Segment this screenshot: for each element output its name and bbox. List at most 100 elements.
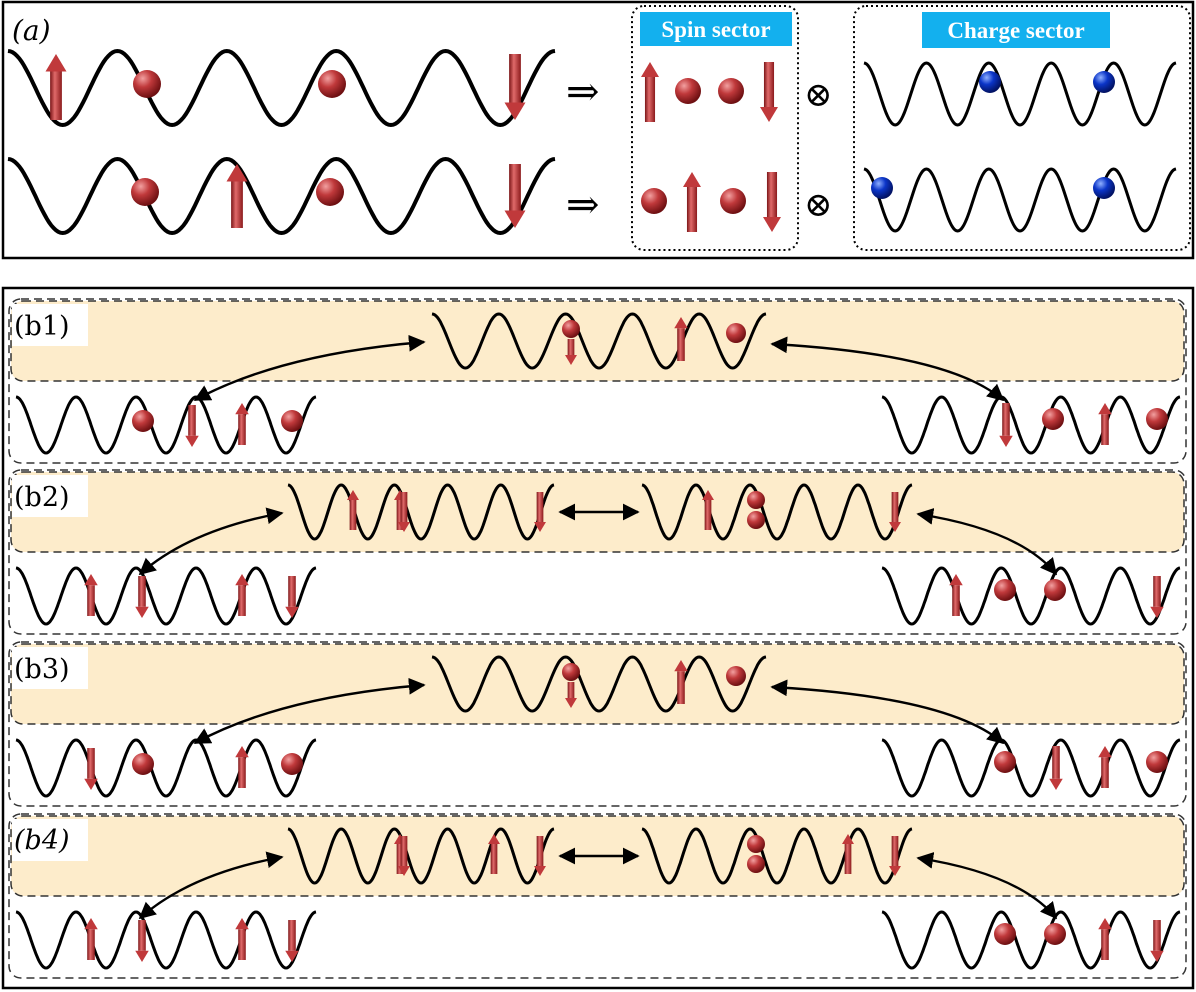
arrow-head — [1098, 918, 1112, 930]
spin-down-arrow — [504, 164, 526, 228]
arrow-shaft — [644, 77, 656, 122]
spin-up-arrow — [235, 574, 249, 616]
arrow-head — [235, 574, 249, 586]
spin-down-arrow — [285, 920, 299, 962]
row-label-backdrop — [12, 647, 88, 689]
transition-arrow — [916, 508, 1058, 576]
spin-down-arrow — [889, 492, 901, 532]
spin-up-arrow — [1098, 746, 1112, 788]
charge-sector-box — [853, 5, 1191, 251]
arrow-shaft — [1101, 414, 1109, 445]
panel-a-label: (a) — [12, 14, 51, 47]
spin-sector-badge — [640, 12, 792, 46]
spin-up-arrow — [1098, 918, 1112, 960]
row-label-b1: (b1) — [14, 311, 70, 342]
panel-b-frame — [1, 286, 1195, 990]
arrow-head — [534, 866, 546, 876]
arrow-shaft — [87, 585, 95, 616]
arrow-shaft — [231, 181, 243, 228]
lattice-wave — [15, 566, 317, 626]
spin-up-arrow — [641, 62, 659, 122]
particle-sphere — [1146, 751, 1168, 773]
charge-sector-label: Charge sector — [947, 18, 1084, 43]
arrow-shaft — [1002, 403, 1010, 436]
implies-symbol: ⇒ — [566, 182, 600, 228]
arrow-head — [889, 522, 901, 532]
particle-sphere — [994, 751, 1016, 773]
particle-sphere — [1146, 408, 1168, 430]
spin-down-arrow — [135, 576, 149, 618]
transition-arrow — [138, 507, 284, 576]
particle-sphere — [133, 70, 161, 98]
spin-up-arrow — [683, 172, 701, 232]
particle-sphere — [562, 320, 580, 338]
arrow-head — [760, 107, 778, 122]
lattice-wave — [15, 910, 317, 970]
particle-sphere — [281, 410, 303, 432]
spin-up-arrow — [674, 317, 688, 361]
spin-up-arrow — [949, 574, 963, 616]
particle-sphere — [131, 178, 159, 206]
particle-sphere — [994, 923, 1016, 945]
arrow-shaft — [891, 836, 899, 866]
row-label-backdrop — [12, 819, 88, 861]
arrow-head — [1150, 606, 1164, 618]
lattice-wave — [7, 156, 556, 236]
particle-sphere — [132, 410, 154, 432]
spin-up-arrow — [45, 54, 67, 120]
row-frame — [8, 298, 1187, 464]
lattice-wave — [881, 738, 1181, 798]
spin-up-arrow — [84, 918, 98, 960]
spin-down-arrow — [565, 682, 577, 708]
hole-sphere — [1093, 177, 1115, 199]
arrow-shaft — [1101, 929, 1109, 960]
panel-b-row — [8, 641, 1187, 807]
transition-arrow — [138, 851, 284, 920]
charge-sector-badge — [922, 12, 1110, 48]
transition-arrow — [916, 852, 1058, 920]
arrow-shaft — [87, 929, 95, 960]
arrow-head — [534, 522, 546, 532]
arrow-head — [398, 866, 410, 876]
arrow-shaft — [536, 836, 544, 866]
lattice-wave — [431, 312, 767, 370]
spin-up-arrow — [235, 403, 249, 445]
arrow-head — [235, 746, 249, 758]
panel-b-rows — [8, 298, 1187, 979]
arrow-head — [504, 210, 526, 228]
arrow-shaft — [1153, 576, 1161, 607]
panel-b-labels: (b1) (b2) (b3) (b4) — [14, 311, 70, 856]
arrow-head — [999, 435, 1013, 447]
spin-up-arrow — [235, 746, 249, 788]
particle-sphere — [726, 323, 746, 343]
row-label-backdrop — [12, 475, 88, 517]
transition-arrow — [193, 677, 426, 745]
arrow-shaft — [288, 576, 296, 607]
arrow-head — [702, 490, 714, 500]
spin-down-arrow — [285, 576, 299, 618]
particle-sphere — [316, 178, 344, 206]
arrow-head — [674, 317, 688, 329]
spin-up-arrow — [235, 918, 249, 960]
arrow-head — [135, 606, 149, 618]
arrow-shaft — [138, 576, 146, 607]
arrow-shaft — [704, 500, 712, 530]
spin-down-arrow — [999, 403, 1013, 447]
arrow-head — [235, 403, 249, 415]
arrow-shaft — [1153, 920, 1161, 951]
particle-sphere — [747, 511, 765, 529]
spin-down-arrow — [398, 492, 410, 532]
hole-sphere — [1093, 71, 1115, 93]
arrow-shaft — [677, 671, 685, 704]
spin-down-arrow — [889, 836, 901, 876]
spin-down-arrow — [398, 836, 410, 876]
transition-arrow — [193, 334, 426, 402]
arrow-head — [235, 918, 249, 930]
particle-sphere — [1042, 408, 1064, 430]
arrow-shaft — [509, 164, 521, 211]
transition-arrow — [770, 336, 1005, 402]
particle-sphere — [726, 666, 746, 686]
arrow-shaft — [536, 492, 544, 522]
arrow-head — [185, 435, 199, 447]
hole-sphere — [979, 71, 1001, 93]
